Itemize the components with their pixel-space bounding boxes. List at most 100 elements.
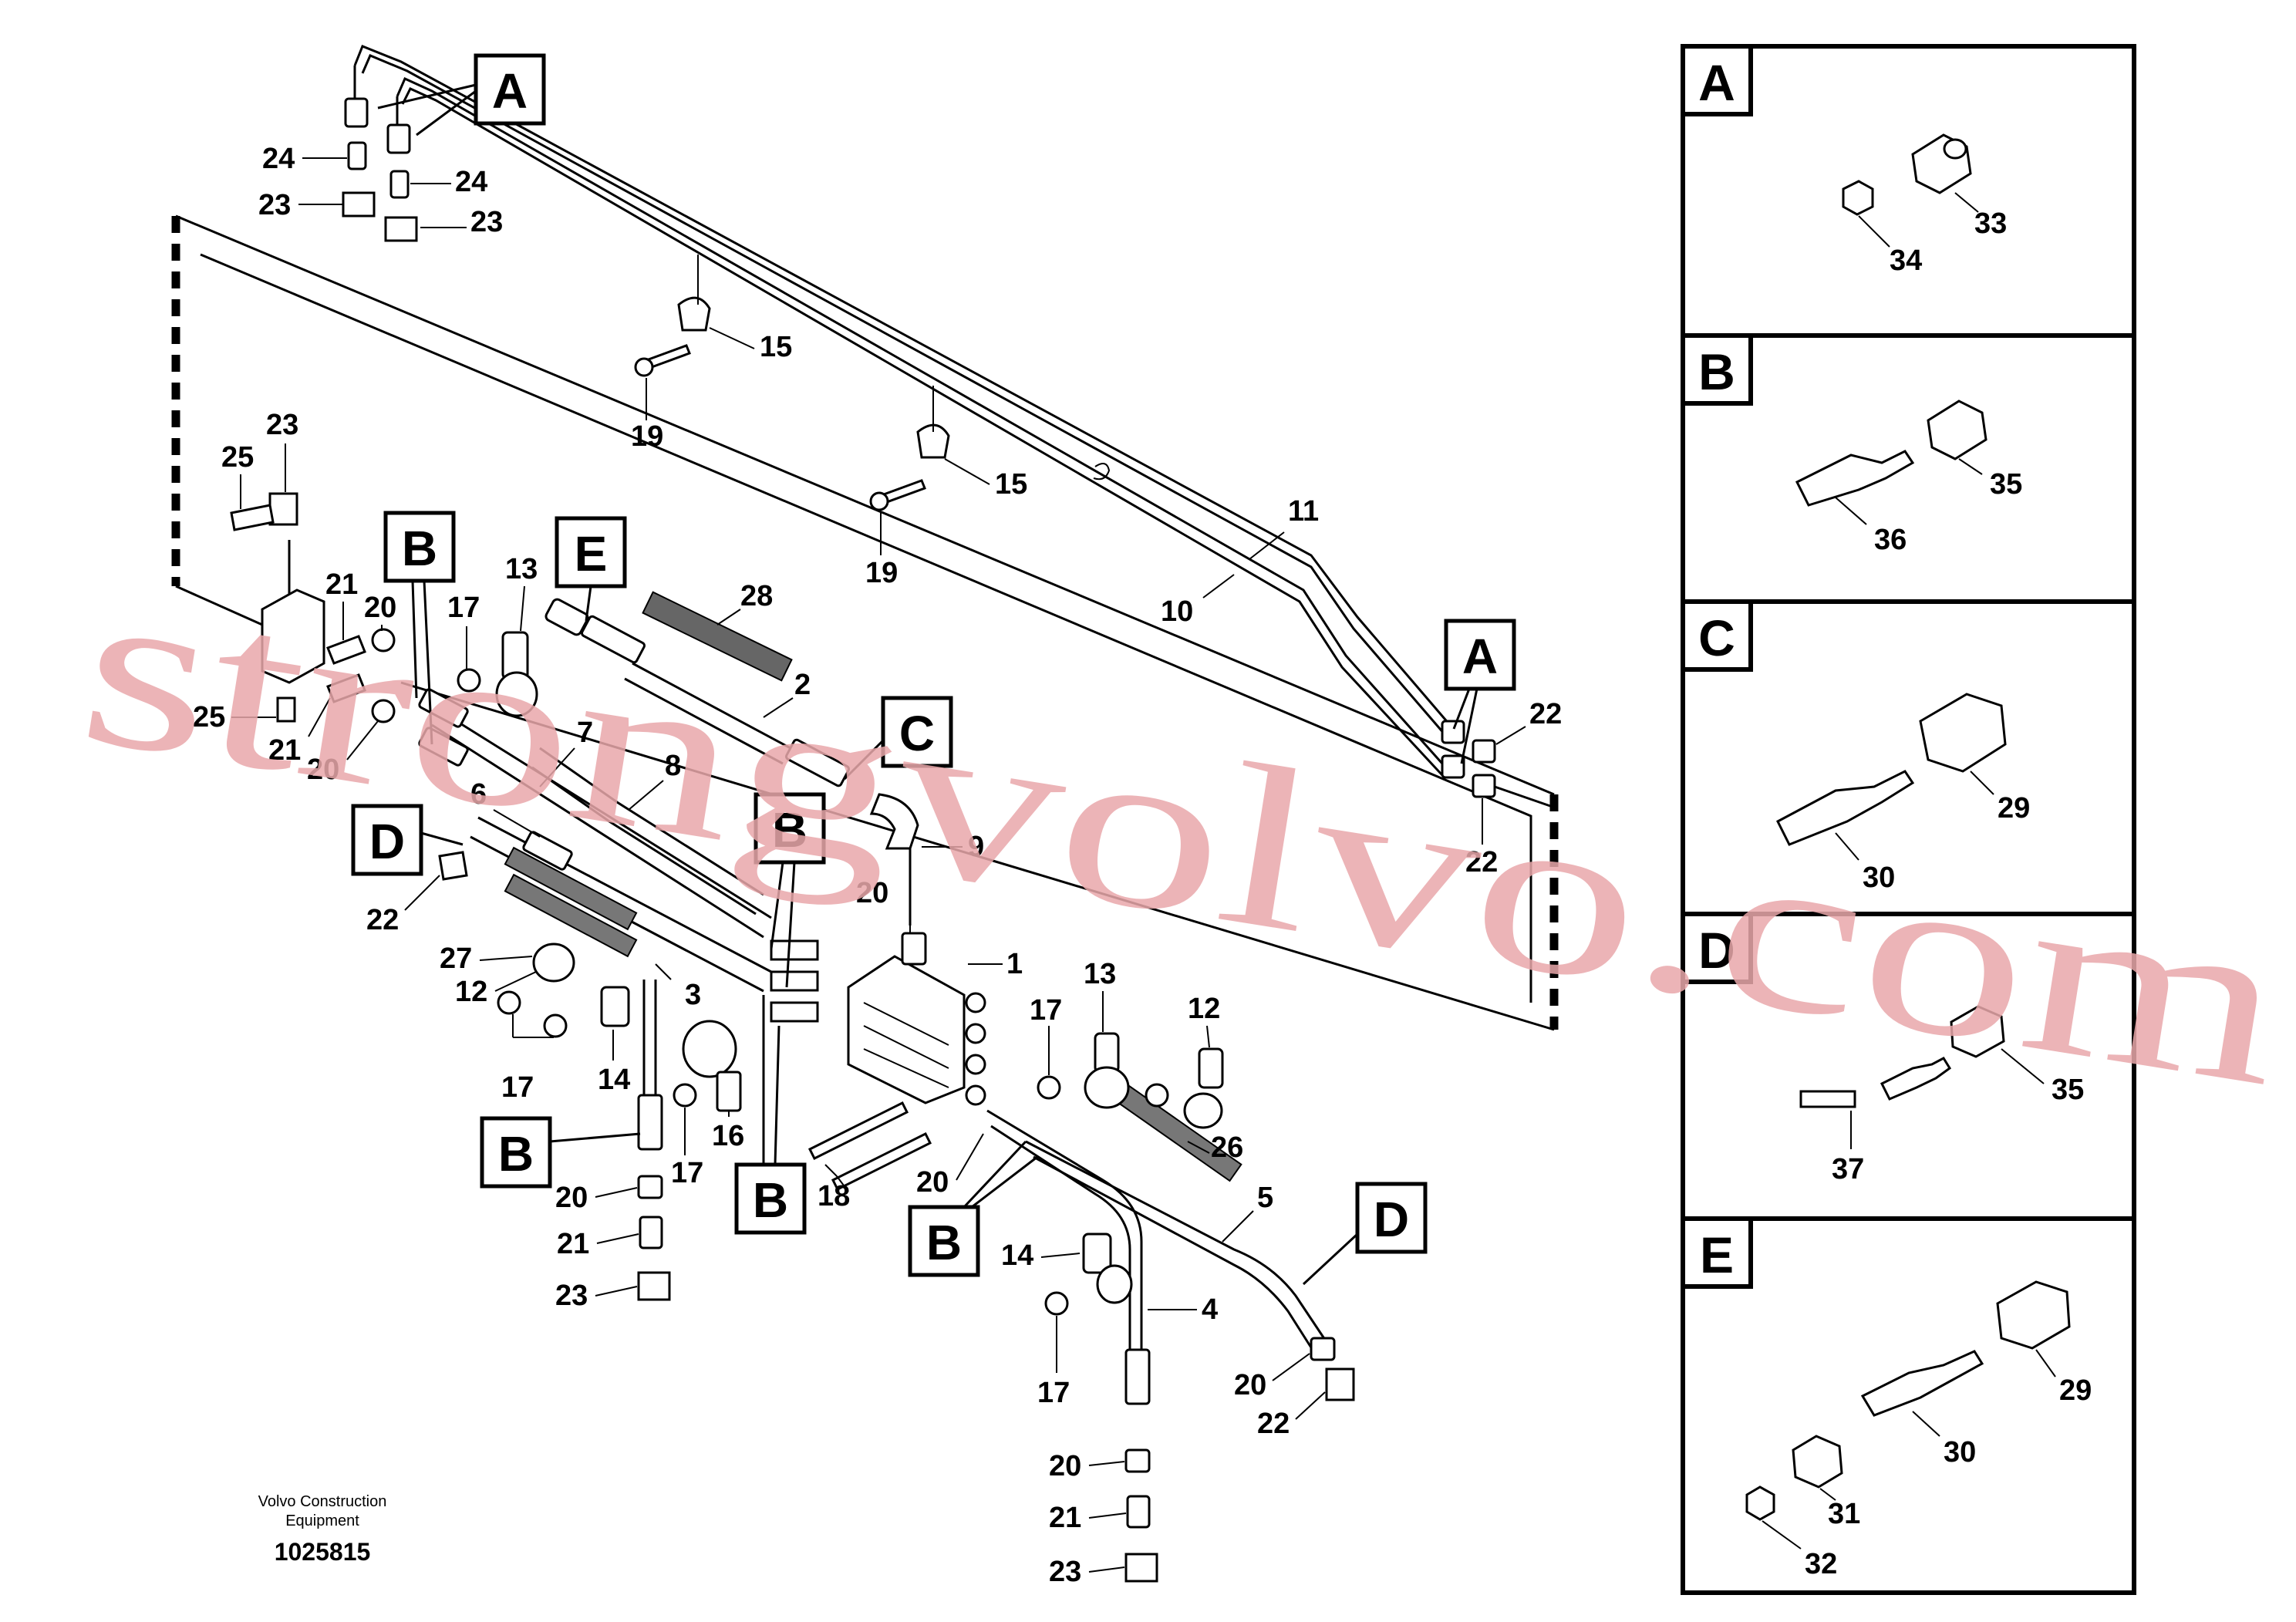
- callout-A-top-letter: A: [492, 63, 528, 119]
- bolt-17-left-a: [497, 990, 521, 1015]
- fitting-20-right: [1310, 1337, 1336, 1361]
- label-8: 8: [665, 750, 681, 782]
- callout-A-right-letter: A: [1462, 629, 1498, 684]
- hose-end-3: [637, 1094, 663, 1151]
- inset-E-fitting-29: [1996, 1280, 2071, 1350]
- hose-5: [1025, 1140, 1328, 1343]
- bracket-14-bottom: [1082, 1233, 1112, 1274]
- clamp-13-right: [1084, 1066, 1130, 1109]
- hose-8b: [531, 766, 757, 916]
- distribution-block: [261, 588, 325, 684]
- inset-D-nipple: [1880, 1057, 1952, 1101]
- nut-20-left: [637, 1175, 663, 1199]
- inset-D-label-35: 35: [2052, 1074, 2084, 1106]
- elbow-9: [869, 793, 919, 850]
- sleeve-28: [642, 591, 793, 682]
- label-17-bottom: 17: [1037, 1377, 1070, 1409]
- label-12-left: 12: [455, 976, 487, 1008]
- label-25-top: 25: [221, 441, 254, 474]
- elbow-23b: [384, 216, 418, 242]
- clamp-14-bottom: [1096, 1264, 1133, 1304]
- clamp-13: [495, 671, 538, 717]
- inset-B: B 35 36: [1681, 333, 2022, 556]
- callout-B-4-letter: B: [753, 1172, 788, 1228]
- inset-outer-frame: [1681, 44, 2136, 1595]
- hose-5b: [1033, 1155, 1317, 1354]
- valve-port-c: [965, 1054, 986, 1075]
- callout-C: C: [843, 696, 953, 781]
- bolt-17-right-a: [1037, 1075, 1061, 1100]
- fitting-25-top: [230, 504, 275, 531]
- callout-B-2-letter: B: [772, 802, 807, 858]
- bolt-17-bottom: [1044, 1291, 1069, 1316]
- inset-panels: A 33 34 B 35 36 C 29 3: [1681, 44, 2136, 1595]
- callout-B-2: B: [754, 792, 826, 988]
- nut-20a: [371, 628, 396, 653]
- label-21-left: 21: [557, 1228, 589, 1260]
- label-17-top: 17: [447, 592, 480, 624]
- footer: Volvo Construction Equipment 1025815: [258, 1493, 387, 1566]
- hose-2b: [624, 677, 784, 765]
- label-3: 3: [685, 979, 701, 1011]
- label-17-left: 17: [501, 1071, 534, 1104]
- inset-D: D 35 37: [1681, 912, 2084, 1185]
- valve-port-d: [965, 1084, 986, 1106]
- clamp-16: [682, 1020, 737, 1078]
- bolt-17-mid: [673, 1083, 697, 1108]
- clamp-15a: [677, 296, 711, 332]
- label-18: 18: [818, 1180, 850, 1212]
- frame-line-inner: [200, 253, 1532, 1003]
- hose-7b: [431, 723, 764, 939]
- exploded-view: [171, 45, 1559, 1583]
- bolt-17-left-b: [543, 1013, 568, 1038]
- callout-B-3: B: [480, 1116, 641, 1189]
- label-5: 5: [1257, 1182, 1273, 1214]
- inset-D-label-37: 37: [1832, 1153, 1864, 1185]
- inset-C-letter: C: [1698, 609, 1735, 666]
- inset-C-fitting-29: [1919, 693, 2007, 773]
- hose-8: [539, 747, 764, 896]
- hose-4: [986, 1109, 1143, 1350]
- inset-B-fitting-35: [1927, 400, 1988, 460]
- callout-B-1-letter: B: [402, 521, 437, 576]
- elbow-22-bottom-right: [1325, 1367, 1355, 1401]
- label-4: 4: [1202, 1293, 1218, 1326]
- label-11: 11: [1288, 495, 1319, 528]
- label-15-a: 15: [760, 331, 792, 363]
- label-21-bottom-center: 21: [1049, 1502, 1081, 1534]
- label-21-top: 21: [325, 568, 358, 601]
- inset-E-nipple-30: [1860, 1350, 1984, 1417]
- label-10: 10: [1161, 595, 1193, 628]
- pipe-right-tail: [1494, 785, 1551, 808]
- pipe-joint: [1093, 463, 1111, 481]
- fitting-nut-top-2: [386, 123, 411, 154]
- label-12-right: 12: [1188, 993, 1220, 1025]
- nut-19a: [634, 357, 654, 377]
- label-26: 26: [1211, 1131, 1243, 1164]
- inset-C-label-29: 29: [1998, 792, 2030, 824]
- label-20-top: 20: [364, 592, 396, 624]
- hose-end-6: [522, 831, 573, 871]
- sleeve-27b: [504, 873, 638, 958]
- bolt-18a: [807, 1101, 909, 1161]
- inset-A-label-33: 33: [1974, 207, 2007, 240]
- label-23-left: 23: [258, 189, 291, 221]
- clamp-12-left: [532, 943, 575, 983]
- inset-E-ferrule-32: [1745, 1485, 1775, 1521]
- clamp-15b: [916, 423, 950, 459]
- label-23-right: 23: [470, 206, 503, 238]
- hose-2: [632, 662, 791, 750]
- pipe-11: [353, 45, 1451, 726]
- hose-end-E: [581, 615, 646, 664]
- label-22-left: 22: [366, 904, 399, 936]
- bracket-12-right: [1198, 1047, 1224, 1089]
- label-15-b: 15: [995, 468, 1027, 501]
- elbow-22-left: [438, 851, 468, 881]
- label-20-bottom: 20: [307, 754, 339, 786]
- callout-B-5-letter: B: [926, 1215, 962, 1270]
- inset-E: E 29 30 31 32: [1681, 1216, 2092, 1580]
- pipe-10b: [401, 87, 1444, 777]
- label-23-bottom-center: 23: [1049, 1556, 1081, 1588]
- nut-20-bottom: [1124, 1448, 1151, 1473]
